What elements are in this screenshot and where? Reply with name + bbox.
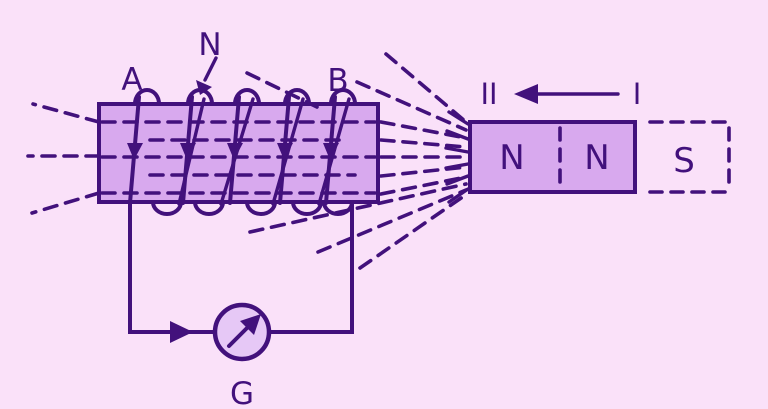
coil-top-loop [329, 88, 357, 106]
coil-bottom-loop [245, 200, 277, 216]
field-line [384, 52, 468, 124]
position-i-label: I [633, 77, 642, 111]
ghost-pole-label: S [673, 141, 695, 181]
current-arrow-icon [227, 143, 243, 160]
motion-arrow-head-icon [514, 84, 538, 104]
field-line-hatch [445, 174, 470, 186]
field-line [379, 120, 468, 140]
coil-top-loop [283, 88, 311, 106]
coil-pole-n-label: N [198, 27, 221, 63]
field-lines-right-fan [245, 52, 470, 270]
coil-bottom-loop [151, 200, 183, 216]
circuit-wire-left [128, 201, 216, 334]
pole-pointer-head-icon [196, 80, 212, 95]
magnet-motion-arrow: II I [480, 77, 641, 111]
circuit: G [128, 201, 354, 409]
current-arrow-icon [180, 143, 196, 160]
circuit-wire-right [268, 202, 354, 334]
field-line-hatch [444, 146, 470, 154]
field-line-hatch [444, 162, 470, 170]
galvanometer-needle-icon [227, 314, 261, 348]
coil-bottom-loop [193, 200, 225, 216]
current-arrow-icon [127, 143, 143, 160]
field-line [31, 102, 101, 124]
field-line [248, 182, 468, 234]
coil-end-a-label: A [121, 62, 142, 98]
galvanometer-label: G [230, 376, 254, 409]
coil-top-loop [233, 88, 261, 106]
coil-end-b-label: B [327, 63, 348, 99]
magnet-body [468, 120, 637, 194]
position-ii-label: II [480, 77, 497, 111]
field-line [245, 71, 319, 109]
pole-pointer-shaft [203, 56, 218, 82]
current-arrow-icon [277, 143, 293, 160]
field-line-hatch [447, 187, 470, 204]
magnet-pole-left-label: N [499, 138, 524, 178]
field-line [358, 194, 466, 270]
needle-head [240, 314, 261, 335]
field-line [379, 138, 468, 149]
field-line-hatch [445, 129, 470, 141]
field-line [355, 80, 468, 132]
field-line [316, 188, 468, 254]
coil-top-loop [133, 88, 161, 106]
current-arrow-icon [323, 143, 339, 160]
magnet-pole-right-label: N [584, 138, 609, 178]
field-line [30, 191, 101, 215]
field-lines-left-fan [26, 102, 101, 215]
bar-magnet: N N [468, 120, 637, 194]
current-direction-arrow-icon [170, 321, 193, 343]
pole-pointer-arrow [196, 56, 218, 95]
field-line-hatch [447, 110, 470, 126]
coil-windings [127, 88, 357, 216]
magnet-ghost-position: S [648, 120, 731, 194]
field-line [379, 175, 468, 196]
coil-bottom-loop [291, 200, 323, 216]
